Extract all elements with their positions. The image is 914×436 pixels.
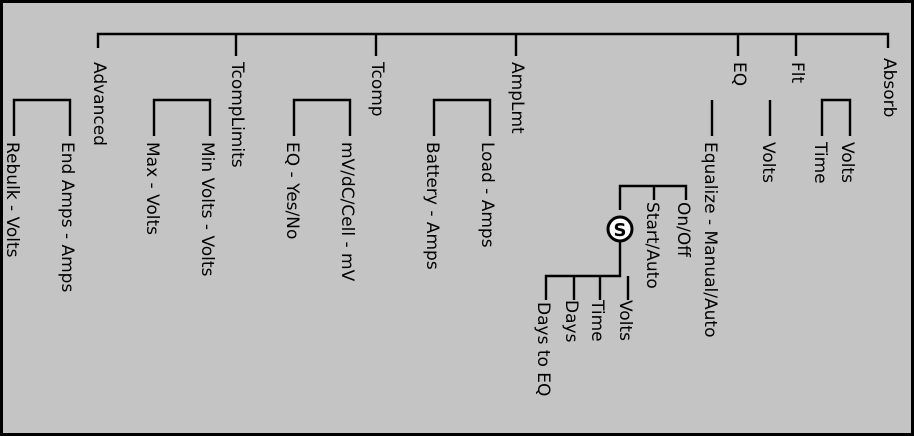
- eq-item-equalize: Equalize - Manual/Auto: [700, 142, 720, 337]
- tcomp-item-mvdc: mV/dC/Cell - mV: [337, 142, 357, 282]
- root-trunk-line: [96, 32, 890, 48]
- advanced-item-end-amps: End Amps - Amps: [57, 142, 77, 292]
- tcomp-branch-line: [292, 98, 352, 136]
- schedule-branch-line: [544, 241, 622, 300]
- menu-tcomplimits-group: TcompLimits: [227, 61, 247, 168]
- schedule-item-time: Time: [587, 299, 607, 342]
- advanced-item-rebulk: Rebulk - Volts: [2, 142, 22, 258]
- tcomplimits-item-max: Max - Volts: [142, 142, 162, 235]
- menu-tcomp-label: Tcomp: [367, 61, 387, 117]
- tcomplimits-item-min-volts: Min Volts - Volts: [197, 142, 217, 277]
- menu-eq-group: EQ: [729, 62, 749, 86]
- advanced-branch-line: [12, 98, 72, 136]
- menu-absorb-label: Absorb: [879, 58, 899, 117]
- schedule-item-days-to-eq: Days to EQ: [533, 302, 553, 396]
- tcomplimits-branch-line: [152, 98, 212, 136]
- menu-tcomp-group: Tcomp: [367, 61, 387, 117]
- amplmt-item-battery: Battery - Amps: [422, 142, 442, 270]
- diagram-panel: [3, 3, 911, 433]
- equalize-option-startauto: Start/Auto: [642, 202, 662, 289]
- menu-amplmt-group: AmpLmt: [507, 62, 527, 134]
- tcomp-item-eq-yesno: EQ - Yes/No: [282, 142, 302, 239]
- schedule-item-days: Days: [561, 300, 581, 343]
- absorb-branch-line: [820, 98, 852, 136]
- equalize-option-onoff: On/Off: [673, 202, 693, 258]
- amplmt-branch-line: [432, 98, 492, 136]
- menu-advanced-label: Advanced: [89, 62, 109, 146]
- schedule-item-volts: Volts: [615, 300, 635, 341]
- absorb-item-time: Time: [810, 141, 830, 184]
- menu-flt-label: Flt: [787, 62, 807, 84]
- amplmt-item-load: Load - Amps: [477, 142, 497, 248]
- menu-eq-label: EQ: [729, 62, 749, 86]
- menu-amplmt-label: AmpLmt: [507, 62, 527, 134]
- menu-flt-group: Flt: [787, 62, 807, 84]
- schedule-s-icon-letter: S: [614, 220, 627, 241]
- menu-absorb-group: Absorb: [879, 58, 899, 117]
- menu-tcomplimits-label: TcompLimits: [227, 61, 247, 168]
- flt-item-volts: Volts: [758, 142, 778, 183]
- menu-advanced-group: Advanced: [89, 62, 109, 146]
- absorb-item-volts: Volts: [837, 142, 857, 183]
